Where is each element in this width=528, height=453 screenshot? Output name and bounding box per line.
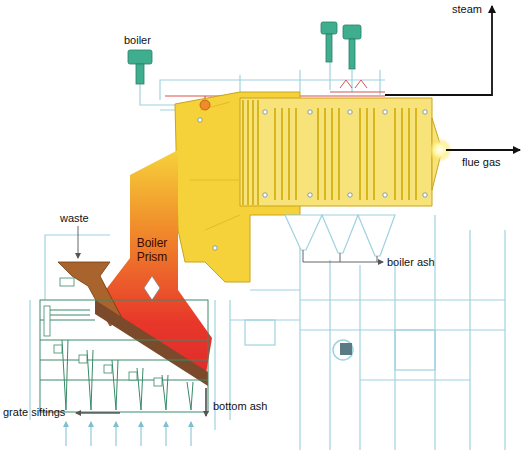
part-label: grate siftings (3, 406, 65, 419)
part-label: steam (452, 3, 482, 16)
part-label: waste (60, 212, 89, 225)
part-label: bottom ash (213, 400, 267, 413)
part-label: boiler (124, 34, 151, 47)
part-label: Boiler Prism (128, 236, 176, 264)
part-label: flue gas (462, 156, 501, 169)
part-label: boiler ash (387, 256, 435, 269)
